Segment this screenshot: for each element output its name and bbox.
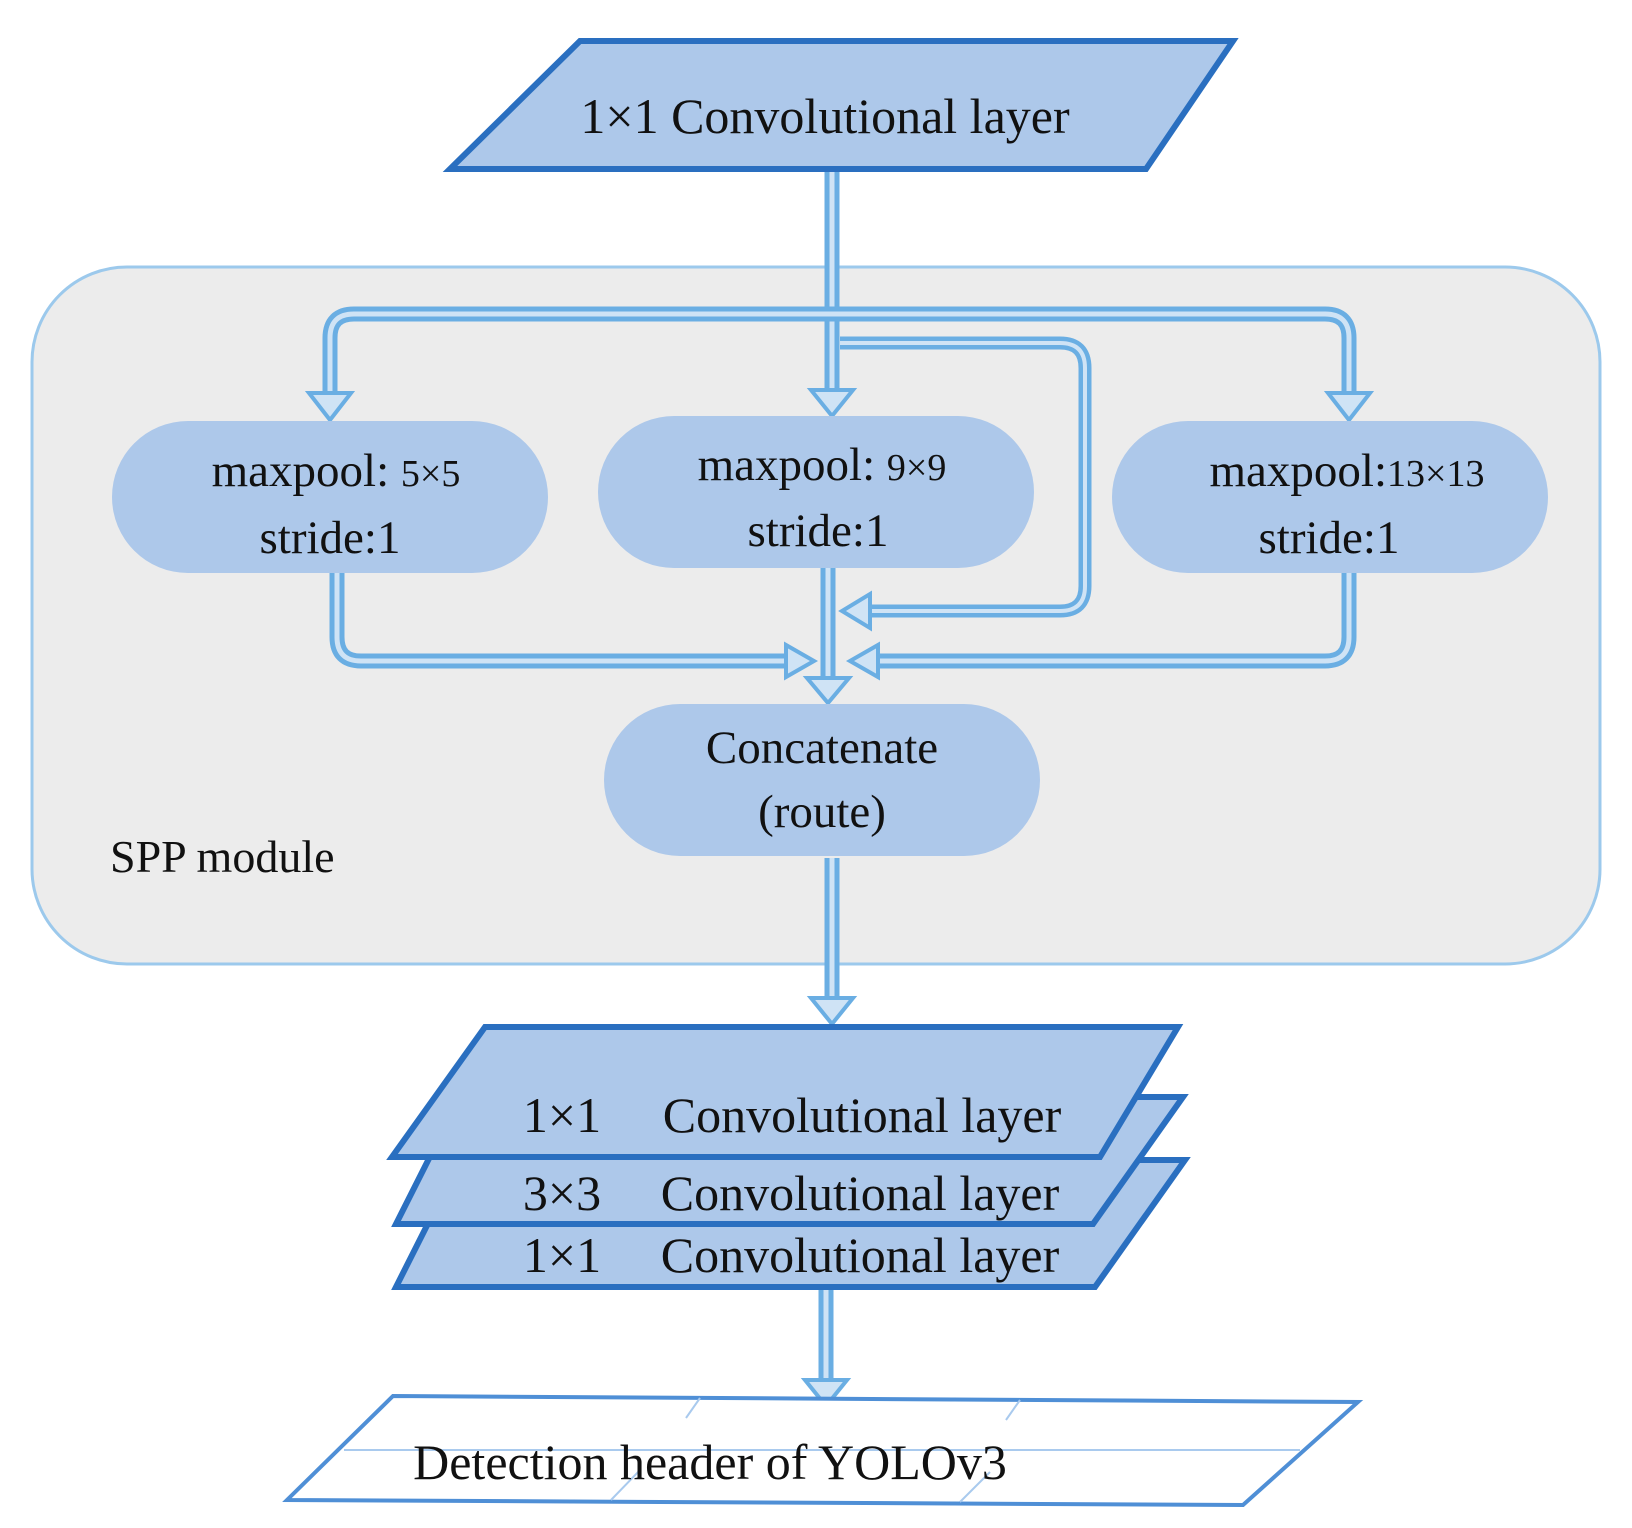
connector-bypass — [840, 336, 1092, 618]
conv-stack: 1×1 Convolutional layer 3×3 Convolutiona… — [386, 1024, 1191, 1290]
arrowheads — [304, 388, 1375, 1410]
maxpool-13x13-line1: maxpool:13×13 — [1210, 445, 1485, 497]
detection-header-label: Detection header of YOLOv3 — [413, 1434, 1007, 1490]
maxpool-13x13-stride: stride:1 — [1259, 512, 1400, 564]
arrowhead-top-to-mid — [806, 388, 858, 420]
arrowhead-bypass — [838, 590, 872, 632]
conv-stack-layer-2-size: 3×3 — [523, 1165, 601, 1221]
maxpool-5x5-stride: stride:1 — [260, 512, 401, 564]
spp-module-label: SPP module — [110, 831, 335, 882]
connector-right-to-concat — [876, 573, 1357, 669]
arrowhead-mid-to-concat — [802, 676, 854, 707]
arrowhead-concat-to-stack — [806, 996, 858, 1028]
maxpool-node-5x5: maxpool: 5×5 stride:1 — [112, 421, 548, 573]
arrowhead-branch-right — [1323, 391, 1375, 424]
connector-branch-right — [832, 306, 1357, 395]
maxpool-node-13x13: maxpool:13×13 stride:1 — [1112, 421, 1548, 573]
maxpool-5x5-line1: maxpool: 5×5 — [212, 445, 461, 497]
concatenate-route-label: (route) — [758, 786, 886, 838]
top-conv-layer: 1×1 Convolutional layer — [442, 38, 1239, 172]
conv-stack-layer-3-name: Convolutional layer — [661, 1227, 1060, 1283]
conv-stack-layer-1-name: Convolutional layer — [663, 1087, 1062, 1143]
connector-left-to-concat — [329, 573, 790, 669]
conv-stack-layer-1-size: 1×1 — [523, 1087, 601, 1143]
connector-branch-left — [322, 306, 832, 395]
arrowhead-left-to-concat — [784, 641, 819, 681]
arrowhead-right-to-concat — [845, 641, 880, 681]
detection-header-grid — [344, 1397, 1300, 1503]
arrowhead-stack-to-detection — [800, 1378, 852, 1410]
maxpool-9x9-line1: maxpool: 9×9 — [698, 439, 947, 491]
conv-stack-layer-3-size: 1×1 — [523, 1227, 601, 1283]
concatenate-node: Concatenate (route) — [604, 704, 1040, 856]
conv-stack-layer-2-name: Convolutional layer — [661, 1165, 1060, 1221]
connectors — [322, 170, 1357, 1382]
top-conv-layer-label: 1×1 Convolutional layer — [580, 88, 1070, 144]
maxpool-9x9-stride: stride:1 — [748, 505, 889, 557]
maxpool-node-9x9: maxpool: 9×9 stride:1 — [598, 416, 1034, 568]
arrowhead-branch-left — [304, 391, 356, 424]
concatenate-label: Concatenate — [706, 722, 938, 774]
conv-stack-layer-1: 1×1 Convolutional layer — [386, 1024, 1184, 1160]
detection-header: Detection header of YOLOv3 — [282, 1393, 1364, 1508]
